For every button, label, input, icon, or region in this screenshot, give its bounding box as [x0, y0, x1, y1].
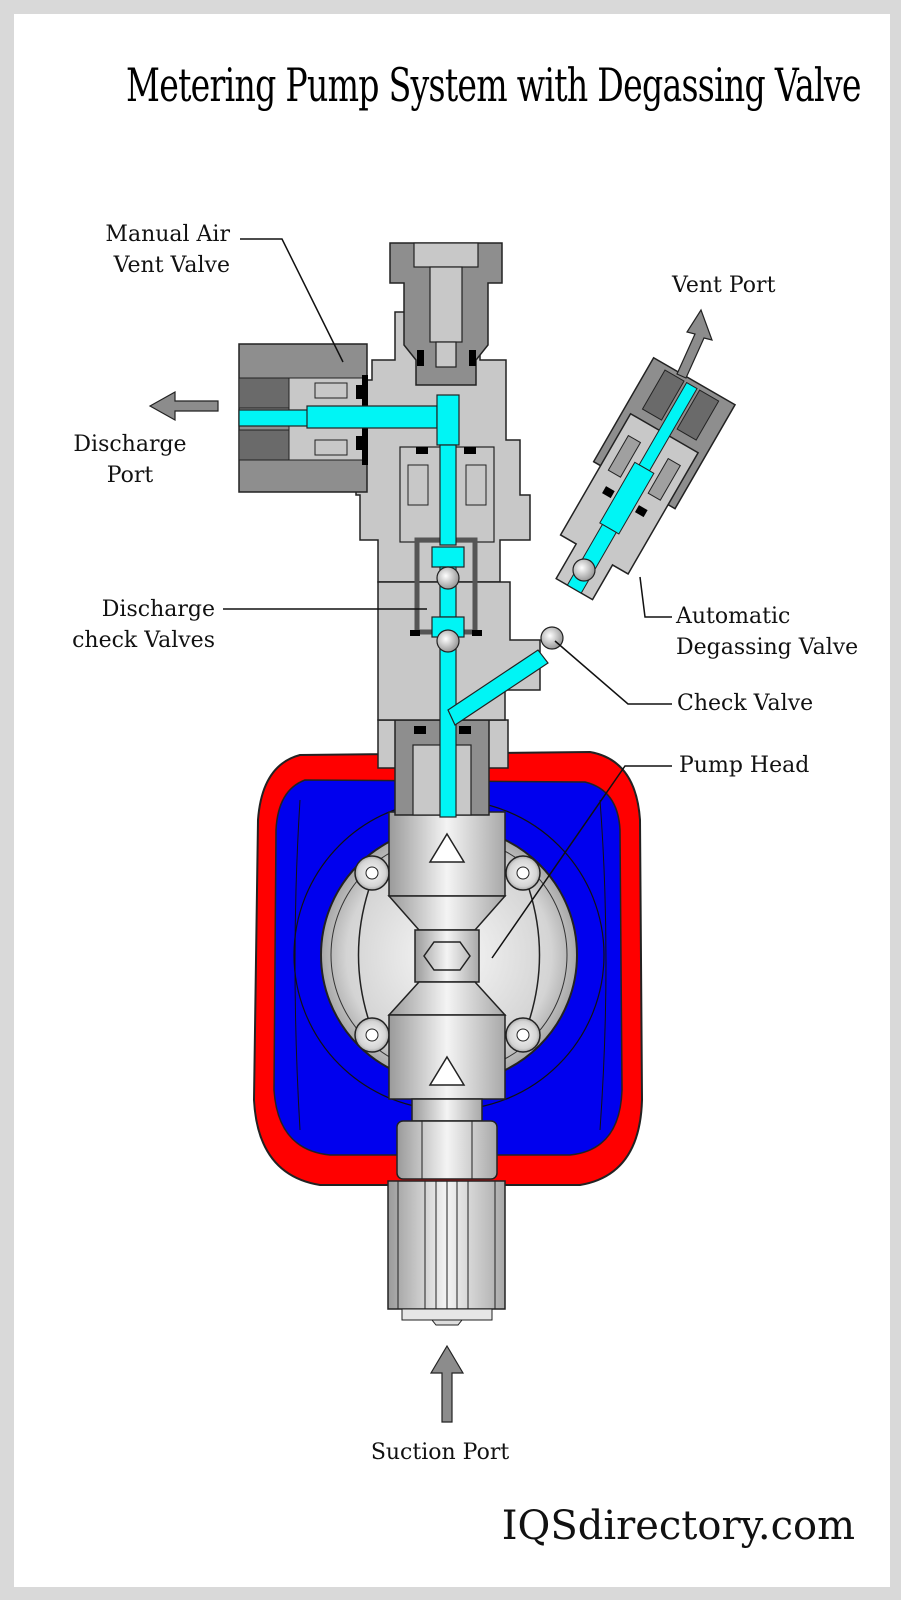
leader-lines [223, 238, 672, 959]
bolt-icon [505, 1017, 541, 1053]
flow-direction-triangle-icon [428, 832, 466, 863]
label-line: Manual Air [105, 222, 230, 247]
label-suction-port: Suction Port [370, 1440, 510, 1465]
degassing-valve-ball [572, 558, 596, 582]
label-discharge-port: Discharge Port [50, 429, 210, 491]
label-line: Degassing Valve [676, 635, 859, 660]
bolt-icon [505, 855, 541, 891]
label-vent-port: Vent Port [672, 273, 776, 298]
label-line: Port [106, 463, 154, 488]
flow-direction-triangle-icon [428, 1055, 466, 1086]
pump-head [320, 811, 578, 1100]
fluid-channel [238, 394, 549, 818]
label-pump-head: Pump Head [679, 753, 810, 778]
label-automatic-degassing-valve: Automatic Degassing Valve [676, 601, 858, 663]
label-check-valve: Check Valve [677, 691, 814, 716]
vent-arrow-icon [676, 308, 713, 379]
automatic-degassing-valve [555, 356, 737, 601]
label-line: check Valves [72, 628, 215, 653]
label-manual-air-vent-valve: Manual Air Vent Valve [60, 219, 230, 281]
check-valve-ball [436, 566, 460, 590]
label-line: Automatic [676, 604, 791, 629]
diagram-title: Metering Pump System with Degassing Valv… [126, 58, 861, 112]
label-discharge-check-valves: Discharge check Valves [40, 594, 215, 656]
center-nut-icon [423, 941, 471, 971]
brand-watermark: IQSdirectory.com [501, 1503, 855, 1549]
label-line: Discharge [73, 432, 187, 457]
suction-arrow-icon [429, 1344, 465, 1423]
check-valve-ball [436, 629, 460, 653]
bolt-icon [354, 855, 390, 891]
discharge-arrow-icon [148, 390, 219, 422]
label-line: Discharge [101, 597, 215, 622]
suction-fitting [387, 1098, 506, 1326]
bolt-icon [354, 1017, 390, 1053]
label-line: Vent Valve [113, 253, 230, 278]
